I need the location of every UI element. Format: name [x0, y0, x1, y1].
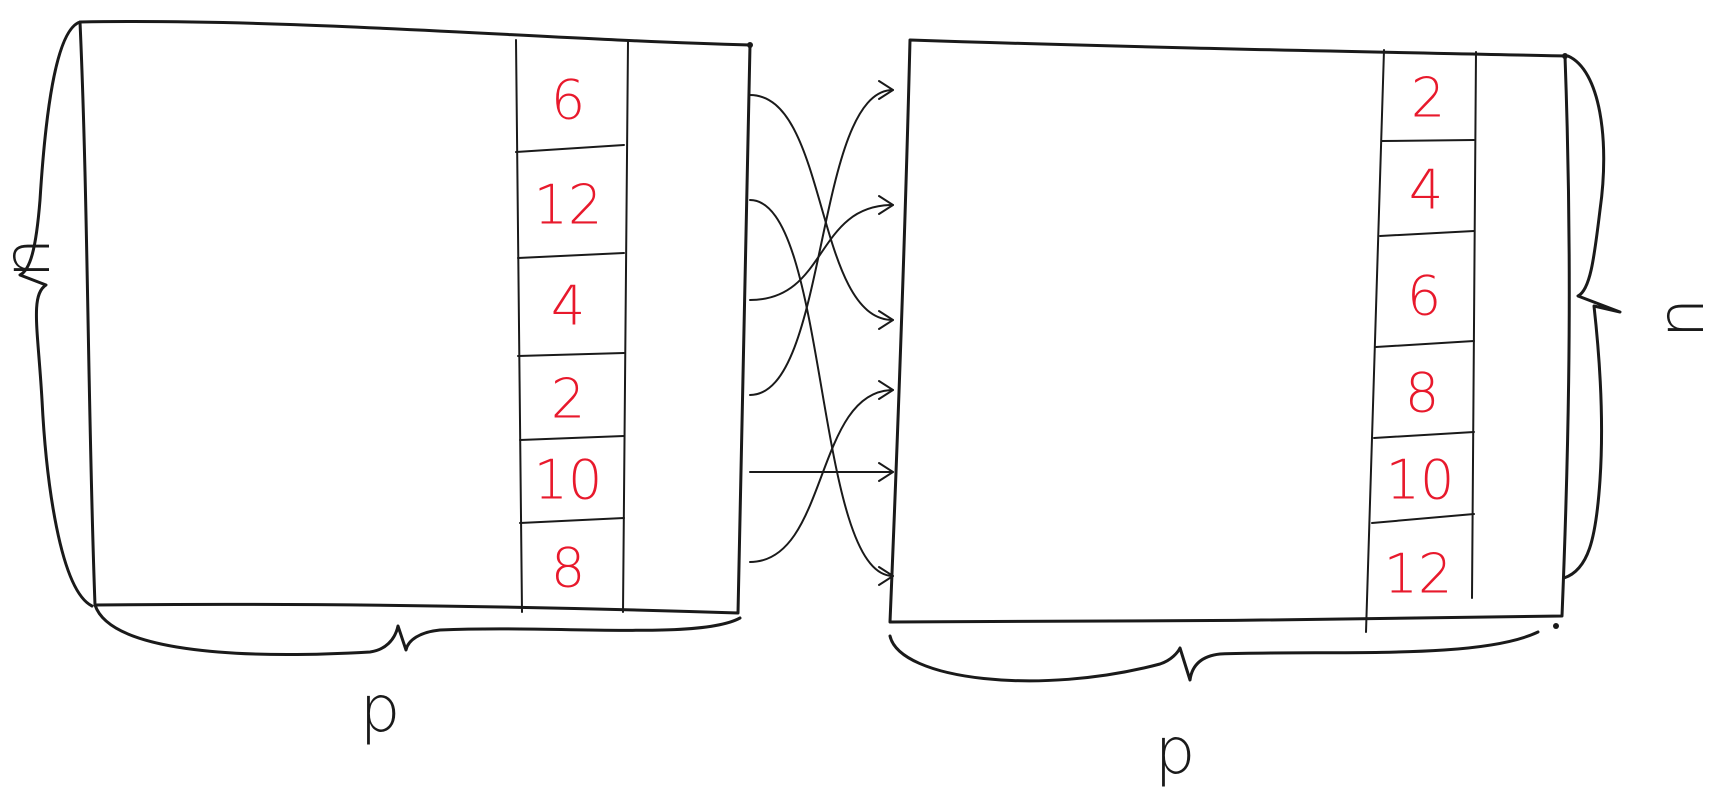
corner-dot — [747, 42, 753, 48]
left-cell-divider — [517, 252, 625, 259]
right-column-left-edge — [1365, 49, 1385, 633]
mapping-arrow — [749, 389, 894, 563]
right-cell-value: 6 — [1407, 265, 1441, 328]
left-cell-value: 2 — [551, 368, 585, 431]
right-cell-divider — [1379, 230, 1475, 237]
right-cell-value: 2 — [1411, 67, 1445, 130]
right-matrix-outline — [888, 38, 1571, 624]
right-row-brace — [1562, 54, 1622, 580]
arrow-head — [878, 566, 894, 586]
right-cell-value: 8 — [1405, 362, 1439, 425]
left-row-brace — [18, 20, 94, 608]
left-col-label: p — [360, 673, 401, 747]
permutation-arrows — [749, 80, 894, 586]
left-cell-divider — [519, 517, 625, 524]
right-cell-value: 12 — [1384, 543, 1453, 606]
right-cell-value: 10 — [1386, 449, 1455, 512]
right-col-label: p — [1155, 715, 1196, 789]
right-cell-divider — [1381, 139, 1475, 142]
mapping-arrow — [749, 89, 894, 396]
right-cell-divider — [1371, 513, 1475, 524]
corner-dot — [1553, 623, 1559, 629]
left-cell-value: 6 — [551, 69, 585, 132]
right-cell-value: 4 — [1409, 159, 1443, 222]
corner-dot — [1562, 53, 1568, 59]
left-column-right-edge — [622, 41, 629, 613]
left-row-label: n — [0, 238, 65, 279]
right-row-label: n — [1645, 298, 1719, 339]
arrow-head — [878, 80, 894, 100]
left-column: 6 12 4 2 10 8 — [515, 39, 629, 613]
right-cell-divider — [1375, 340, 1475, 348]
right-column: 2 4 6 8 10 12 — [1365, 49, 1477, 633]
right-col-brace — [888, 630, 1540, 683]
arrow-head — [878, 195, 894, 215]
left-cell-divider — [517, 352, 625, 357]
left-matrix: 6 12 4 2 10 8 n p — [0, 20, 752, 747]
left-cell-divider — [519, 435, 625, 441]
left-matrix-outline — [78, 20, 752, 615]
left-cell-value: 12 — [534, 174, 603, 237]
arrow-head — [878, 310, 894, 330]
left-column-left-edge — [515, 39, 523, 613]
arrow-head — [878, 462, 894, 482]
arrow-head — [878, 380, 894, 400]
right-column-right-edge — [1471, 51, 1477, 599]
mapping-arrow — [749, 199, 894, 577]
mapping-arrow — [749, 94, 894, 321]
right-cell-divider — [1373, 431, 1475, 439]
left-cell-value: 8 — [551, 537, 585, 600]
left-cell-divider — [515, 144, 625, 153]
left-col-brace — [93, 603, 742, 656]
left-cell-value: 10 — [534, 449, 603, 512]
mapping-arrow — [749, 204, 894, 301]
left-cell-value: 4 — [551, 275, 585, 338]
right-matrix: 2 4 6 8 10 12 n p — [888, 38, 1719, 789]
